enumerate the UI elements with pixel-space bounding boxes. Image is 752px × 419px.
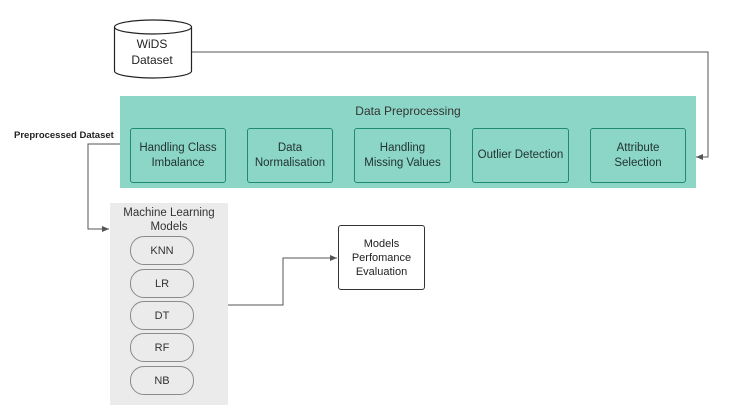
ml-to-evaluation-arrow: [228, 255, 337, 306]
ml-models-title: Machine Learning Models: [123, 207, 215, 233]
model-lr: LR: [130, 269, 194, 298]
model-dt: DT: [130, 301, 194, 330]
attribute-selection-step: Attribute Selection: [590, 128, 686, 183]
models-performance-evaluation-box: Models Perfomance Evaluation: [338, 225, 425, 290]
model-rf: RF: [130, 333, 194, 362]
dataset-label: WiDS Dataset: [113, 36, 191, 68]
dataset-label-line1: WiDS: [136, 37, 168, 51]
dataset-label-line2: Dataset: [131, 53, 173, 67]
model-nb: NB: [130, 366, 194, 395]
outlier-detection-step: Outlier Detection: [472, 128, 569, 183]
handling-class-imbalance-step: Handling Class Imbalance: [130, 128, 226, 183]
preprocessed-dataset-label: Preprocessed Dataset: [14, 130, 114, 141]
preprocessed-to-ml-arrow: [87, 143, 130, 232]
handling-missing-values-step: Handling Missing Values: [354, 128, 451, 183]
model-knn: KNN: [130, 236, 194, 265]
dataset-cylinder-icon: [113, 19, 193, 79]
ml-models-panel: Machine Learning Models KNN LR DT RF NB: [110, 203, 228, 405]
dataset-to-attribute-arrow: [190, 51, 709, 160]
data-preprocessing-title: Data Preprocessing: [355, 104, 461, 118]
data-normalisation-step: Data Normalisation: [247, 128, 333, 183]
